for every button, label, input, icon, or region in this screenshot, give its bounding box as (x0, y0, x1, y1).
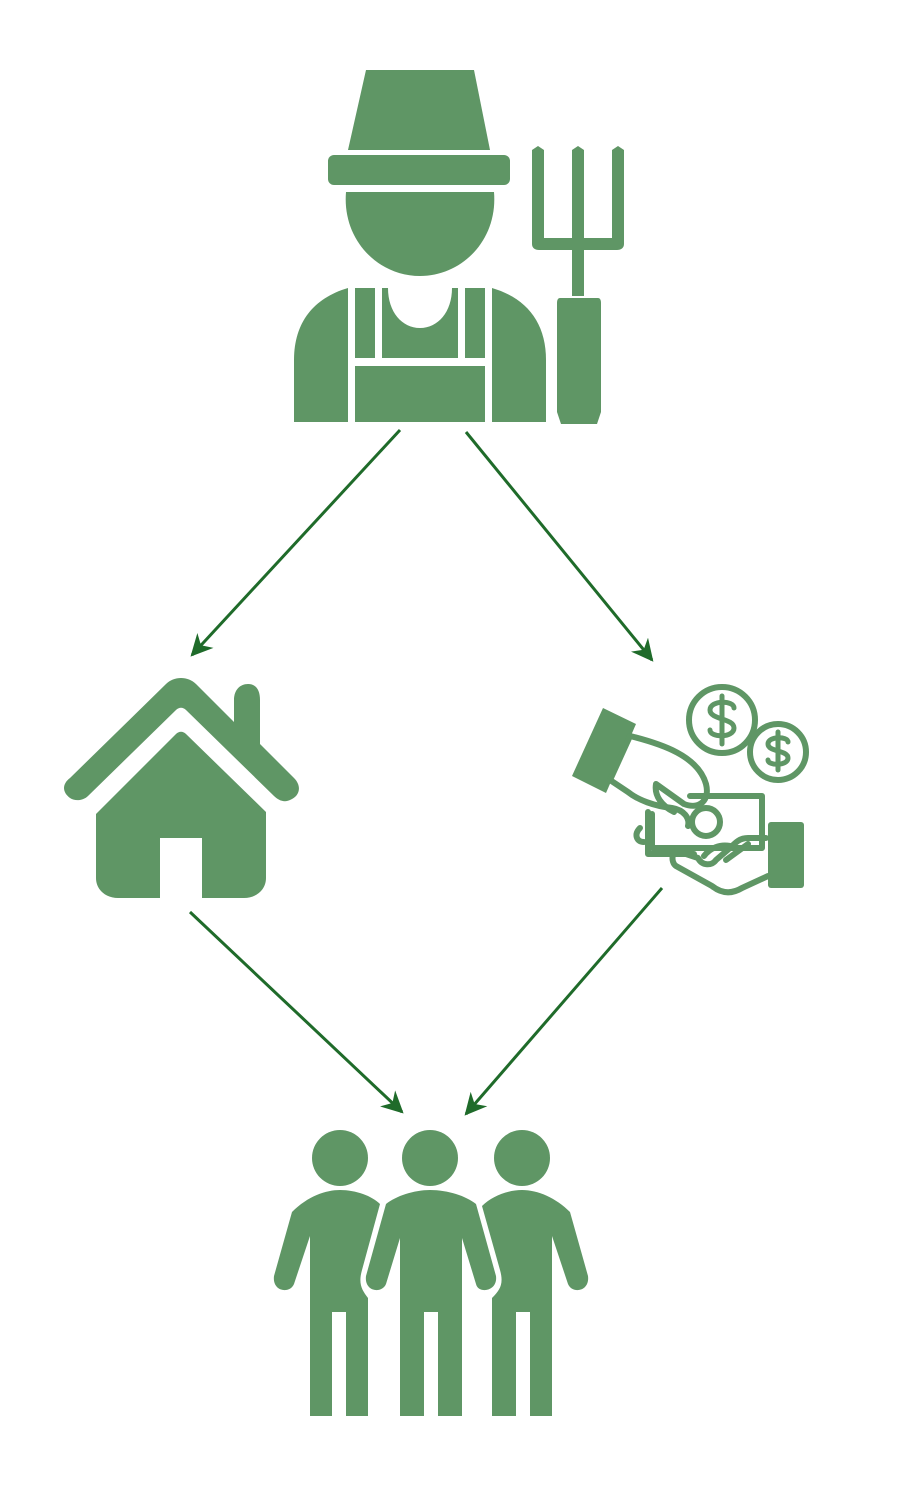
person-right-head (494, 1130, 550, 1186)
person-left-body (273, 1190, 380, 1416)
person-center-head (402, 1130, 458, 1186)
person-right-body (482, 1190, 589, 1416)
house-icon (64, 678, 299, 898)
arrow-farmer-to-home (190, 428, 402, 657)
person-left-head (312, 1130, 368, 1186)
group-of-people-icon (273, 1130, 589, 1416)
arrow-farmer-to-money (464, 431, 654, 662)
arrow-money-to-people (464, 887, 664, 1116)
arrow-home-to-people (188, 910, 404, 1114)
money-exchange-hand-icon (572, 684, 809, 896)
arrows (188, 428, 664, 1116)
person-center-body (365, 1190, 497, 1416)
farmer-with-pitchfork-icon (294, 70, 624, 424)
